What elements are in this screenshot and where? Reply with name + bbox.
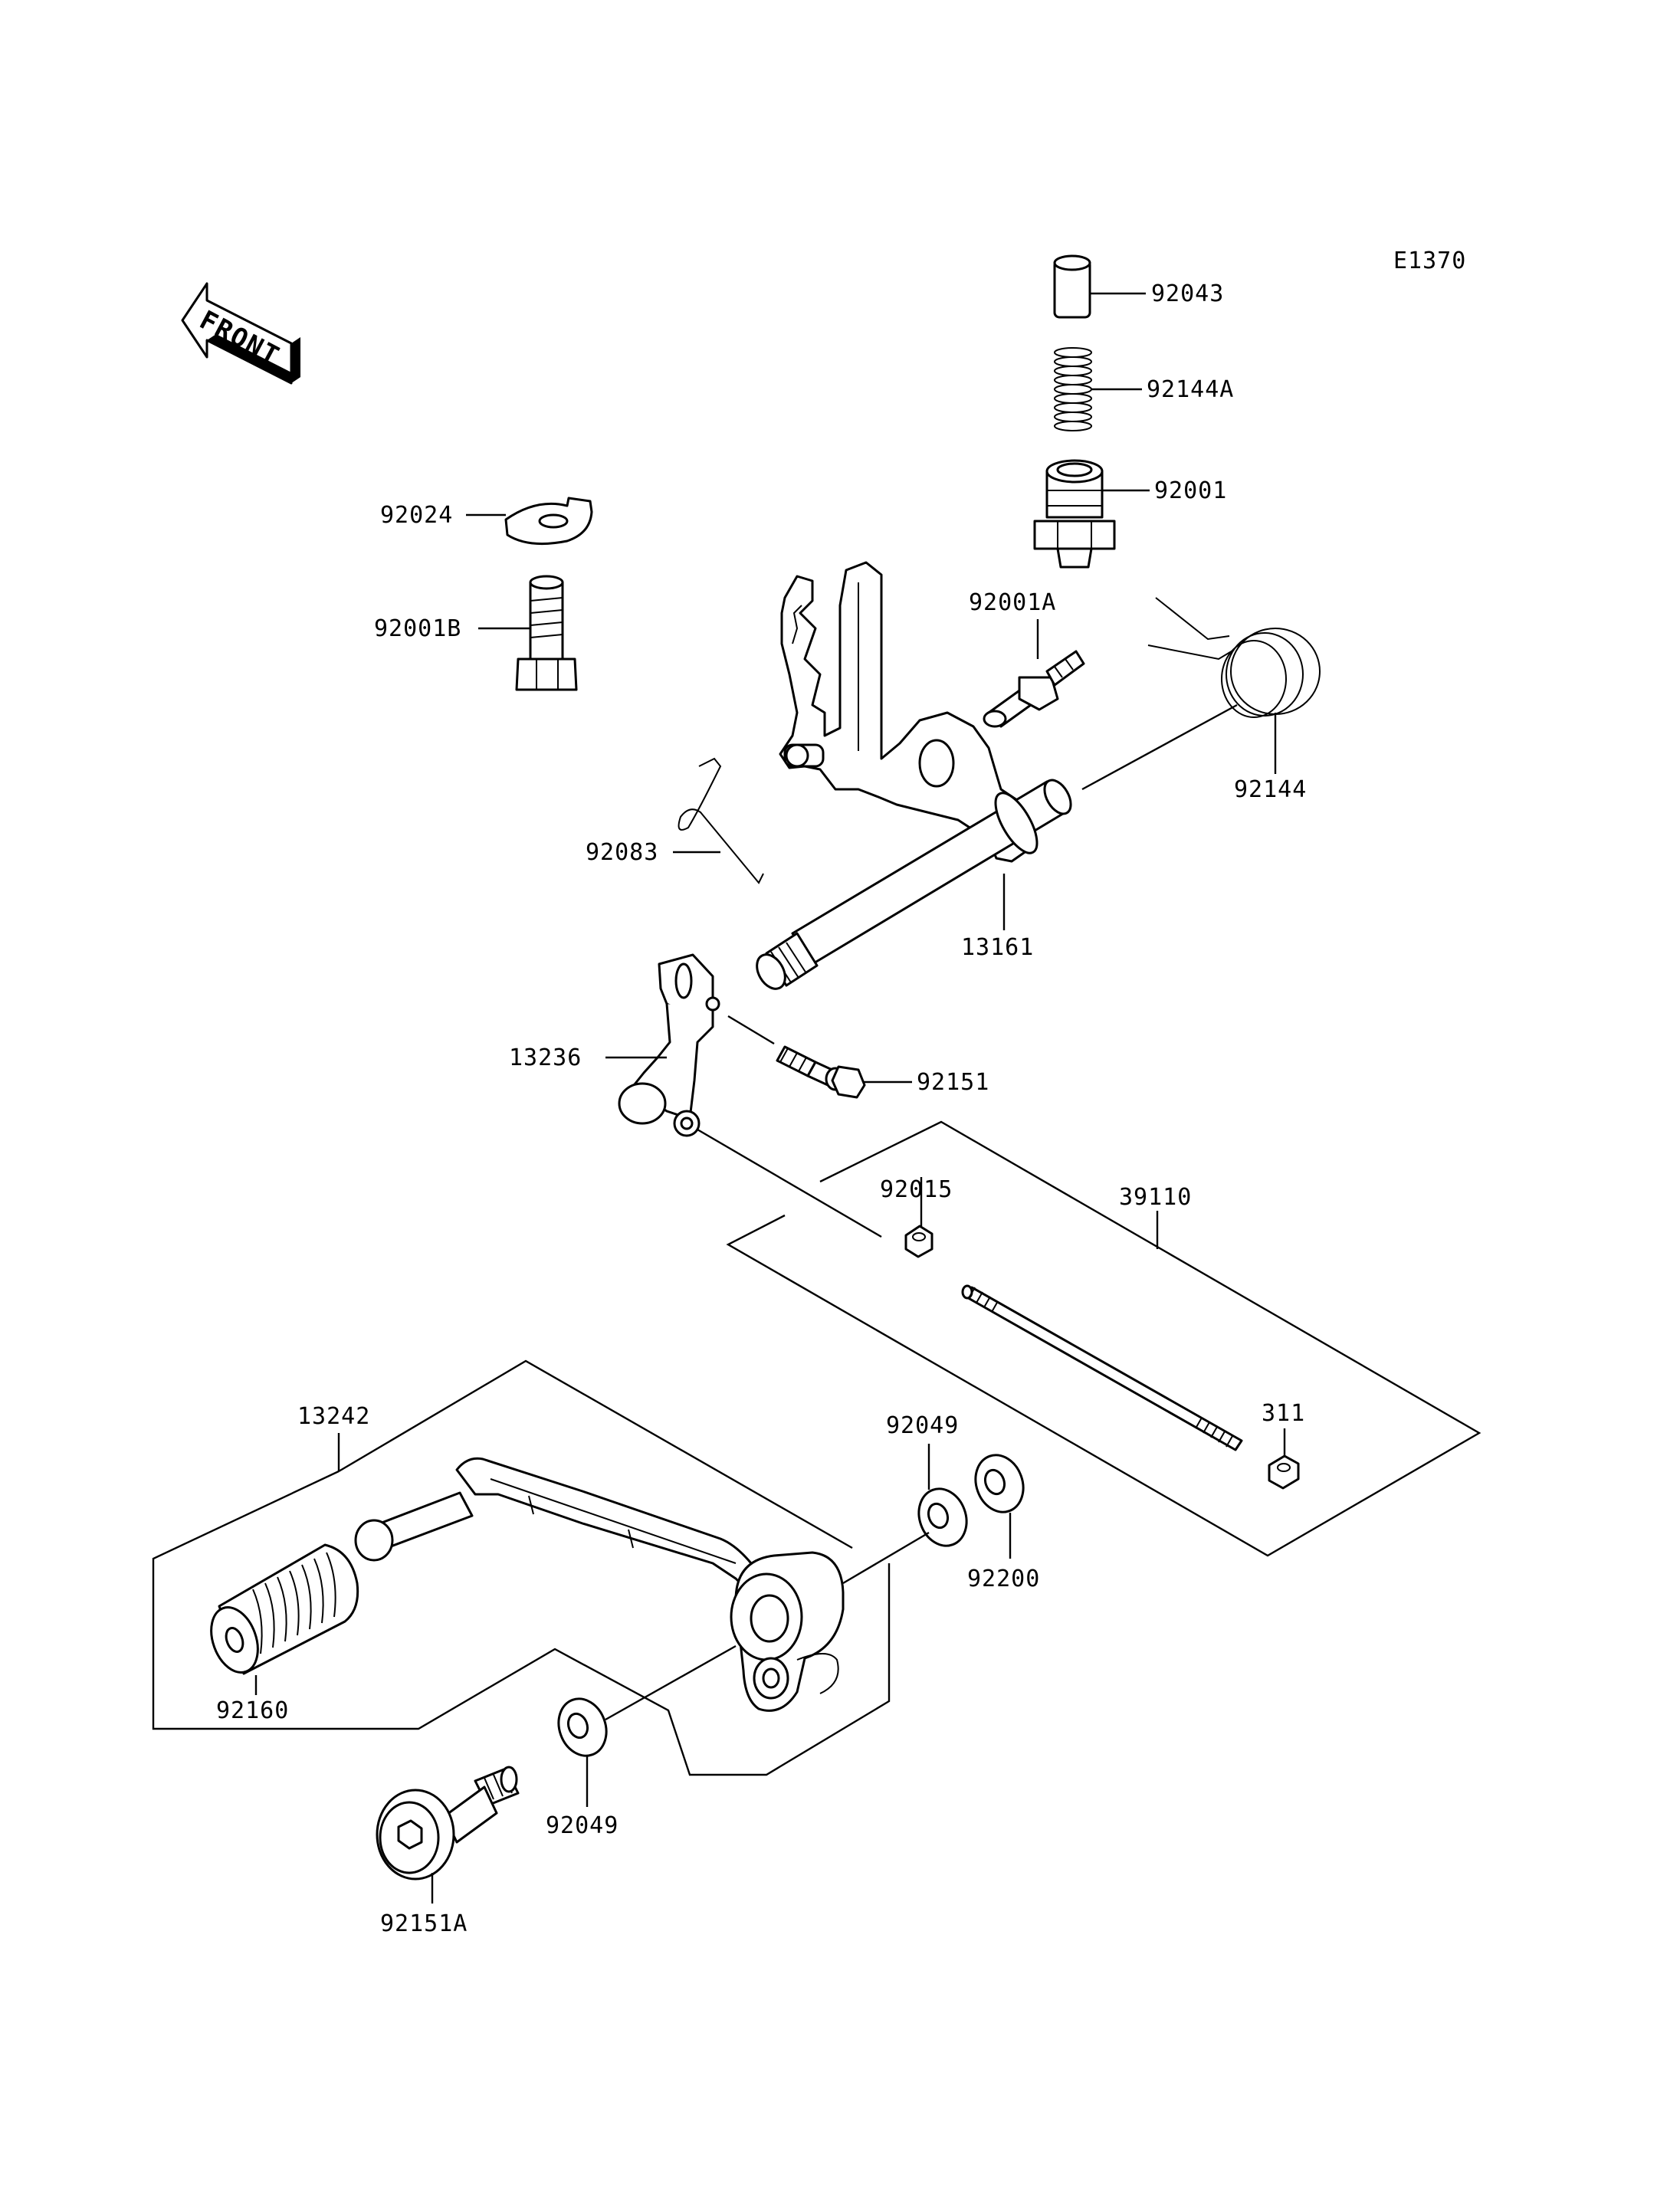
callout-92200: 92200 — [967, 1566, 1040, 1592]
callout-92151: 92151 — [917, 1069, 989, 1096]
callout-92015: 92015 — [880, 1176, 953, 1203]
callout-92144: 92144 — [1234, 776, 1307, 803]
callout-92001A: 92001A — [969, 589, 1056, 616]
callout-92049-bottom: 92049 — [546, 1812, 619, 1839]
callout-92001B: 92001B — [374, 615, 461, 642]
part-92049-bottom: 92049 — [546, 1644, 737, 1839]
part-92083: 92083 — [586, 757, 764, 884]
callout-13161: 13161 — [961, 934, 1034, 961]
leader-lever-bolt — [727, 1015, 775, 1045]
part-92049-top: 92049 — [842, 1412, 968, 1585]
part-92024: 92024 — [380, 497, 593, 546]
part-92144A: 92144A — [1054, 347, 1234, 431]
callout-92151A: 92151A — [380, 1910, 468, 1937]
part-92001B: 92001B — [374, 575, 578, 691]
callout-92001: 92001 — [1154, 477, 1227, 504]
callout-92043: 92043 — [1151, 280, 1224, 307]
leader-lever-nut — [697, 1128, 882, 1238]
front-label: FRONT — [195, 305, 285, 372]
part-92001A: 92001A — [969, 589, 1085, 728]
part-92001: 92001 — [1033, 459, 1227, 569]
part-92151: 92151 — [776, 1045, 989, 1099]
part-92043: 92043 — [1053, 254, 1224, 319]
tie-rod — [961, 1284, 1243, 1451]
callout-92160: 92160 — [216, 1697, 289, 1724]
callout-92144A: 92144A — [1147, 376, 1234, 403]
leader-shaft-spring — [1081, 703, 1238, 791]
part-92200: 92200 — [967, 1454, 1040, 1592]
callout-311: 311 — [1262, 1400, 1305, 1427]
diagram-code: E1370 — [1393, 248, 1466, 274]
part-13161: 13161 — [756, 561, 1072, 990]
part-92144: 92144 — [1147, 597, 1321, 803]
part-92151A: 92151A — [376, 1766, 520, 1937]
shift-pedal — [354, 1457, 845, 1712]
callout-92024: 92024 — [380, 502, 453, 529]
callout-13236: 13236 — [509, 1044, 582, 1071]
callout-13242: 13242 — [297, 1403, 370, 1430]
part-13242: 13242 — [152, 1359, 891, 1776]
part-92015: 92015 — [880, 1176, 953, 1258]
part-39110: 39110 — [726, 1120, 1481, 1557]
part-311: 311 — [1262, 1400, 1305, 1490]
part-13236: 13236 — [509, 953, 720, 1137]
callout-92049-top: 92049 — [886, 1412, 959, 1439]
front-arrow-icon: FRONT — [181, 282, 300, 385]
part-92160: 92160 — [210, 1543, 359, 1724]
callout-39110: 39110 — [1119, 1184, 1192, 1211]
callout-92083: 92083 — [586, 839, 658, 866]
